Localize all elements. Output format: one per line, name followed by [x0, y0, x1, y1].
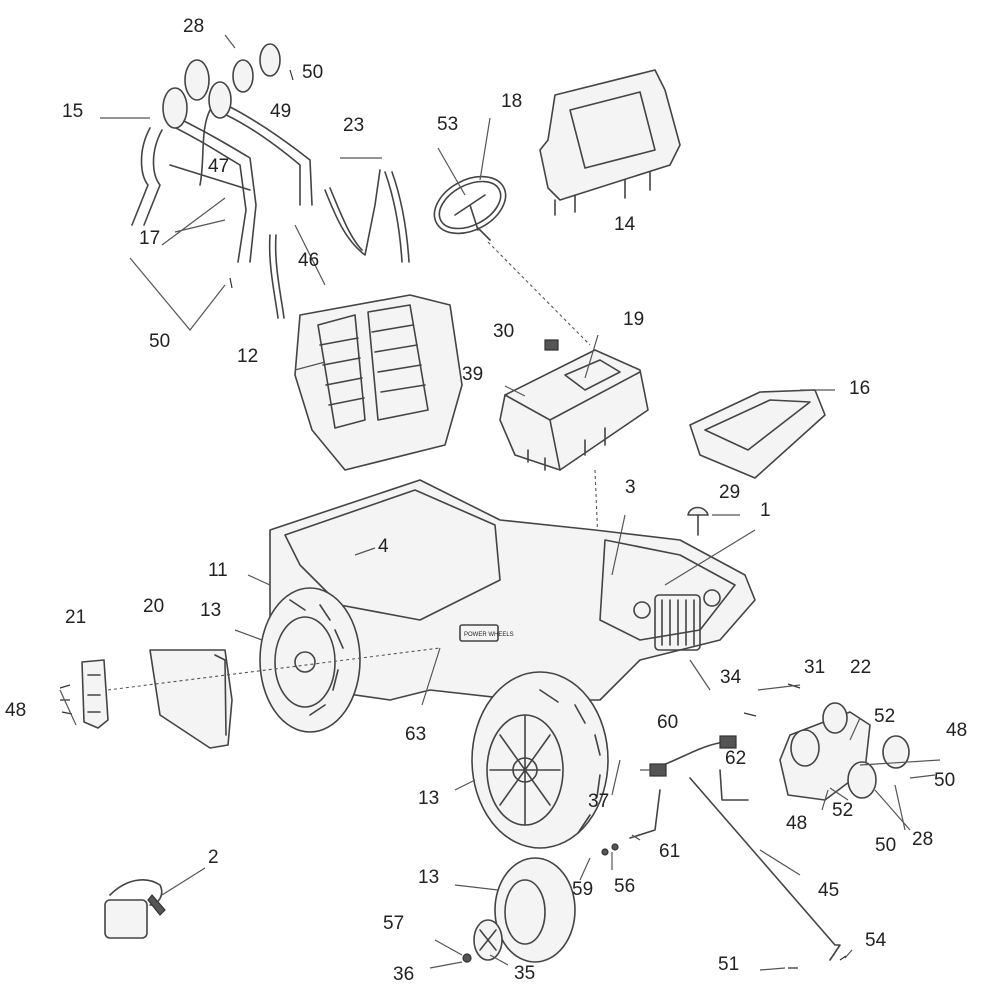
callout-60: 60: [657, 712, 678, 733]
front-wheel: [471, 671, 609, 849]
steering-wheel: [433, 175, 507, 241]
battery-bolt: [544, 339, 559, 351]
callout-labels: 28 50 15 49 47 17 50 23 46 53 18 14 12 3…: [5, 16, 967, 985]
wire-harness: [649, 735, 737, 777]
callout-15: 15: [62, 101, 83, 122]
callout-13: 13: [418, 867, 439, 888]
screws-left: [59, 684, 73, 715]
rear-wheel: [259, 587, 361, 733]
callout-37: 37: [588, 791, 609, 812]
vehicle-body: [269, 479, 756, 701]
callout-50: 50: [302, 62, 323, 83]
callout-14: 14: [614, 214, 636, 235]
callout-29: 29: [719, 482, 740, 503]
callout-19: 19: [623, 309, 644, 330]
callout-57: 57: [383, 913, 404, 934]
callout-21: 21: [65, 607, 86, 628]
callout-39: 39: [462, 364, 483, 385]
callout-13: 13: [200, 600, 221, 621]
roll-bar-lights: [162, 43, 281, 129]
seat: [294, 294, 463, 471]
seat-belt-straps: [268, 169, 410, 319]
callout-46: 46: [298, 250, 319, 271]
callout-1: 1: [760, 500, 771, 521]
callout-62: 62: [725, 748, 746, 769]
callout-30: 30: [493, 321, 514, 342]
side-panel: [149, 649, 233, 749]
callout-35: 35: [514, 963, 535, 984]
leader-lines: [59, 34, 941, 971]
charger: [104, 879, 166, 939]
bolts-misc: [229, 69, 847, 969]
callout-2: 2: [208, 847, 219, 868]
callout-31: 31: [804, 657, 825, 678]
callout-50: 50: [875, 835, 896, 856]
callout-47: 47: [208, 156, 229, 177]
callout-16: 16: [849, 378, 870, 399]
callout-52: 52: [874, 706, 895, 727]
callout-18: 18: [501, 91, 522, 112]
battery: [499, 349, 649, 471]
hinge-latch: [81, 659, 109, 729]
callout-50: 50: [934, 770, 955, 791]
callout-48: 48: [786, 813, 807, 834]
callout-20: 20: [143, 596, 164, 617]
callout-11: 11: [208, 560, 228, 581]
callout-63: 63: [405, 724, 426, 745]
callout-17: 17: [139, 228, 160, 249]
hubcap: [473, 919, 503, 961]
axle-rod: [629, 769, 841, 961]
callout-34: 34: [720, 667, 742, 688]
callout-4: 4: [378, 536, 389, 557]
callout-51: 51: [718, 954, 739, 975]
callout-23: 23: [343, 115, 364, 136]
battery-cover: [689, 389, 826, 479]
callout-12: 12: [237, 346, 258, 367]
callout-13: 13: [418, 788, 439, 809]
callout-59: 59: [572, 879, 593, 900]
headlight-bracket: [779, 702, 910, 801]
callout-3: 3: [625, 477, 636, 498]
small-washers: [462, 843, 619, 963]
windshield-frame: [539, 69, 681, 216]
callout-52: 52: [832, 800, 853, 821]
callout-28: 28: [912, 829, 933, 850]
callout-50: 50: [149, 331, 170, 352]
callout-54: 54: [865, 930, 887, 951]
loose-wheel: [494, 857, 576, 963]
callout-36: 36: [393, 964, 414, 985]
label-plate-text: POWER WHEELS: [464, 632, 514, 638]
callout-49: 49: [270, 101, 291, 122]
callout-22: 22: [850, 657, 871, 678]
callout-48: 48: [5, 700, 26, 721]
callout-61: 61: [659, 841, 680, 862]
callout-56: 56: [614, 876, 635, 897]
callout-53: 53: [437, 114, 458, 135]
callout-48: 48: [946, 720, 967, 741]
callout-45: 45: [818, 880, 839, 901]
callout-28: 28: [183, 16, 204, 37]
